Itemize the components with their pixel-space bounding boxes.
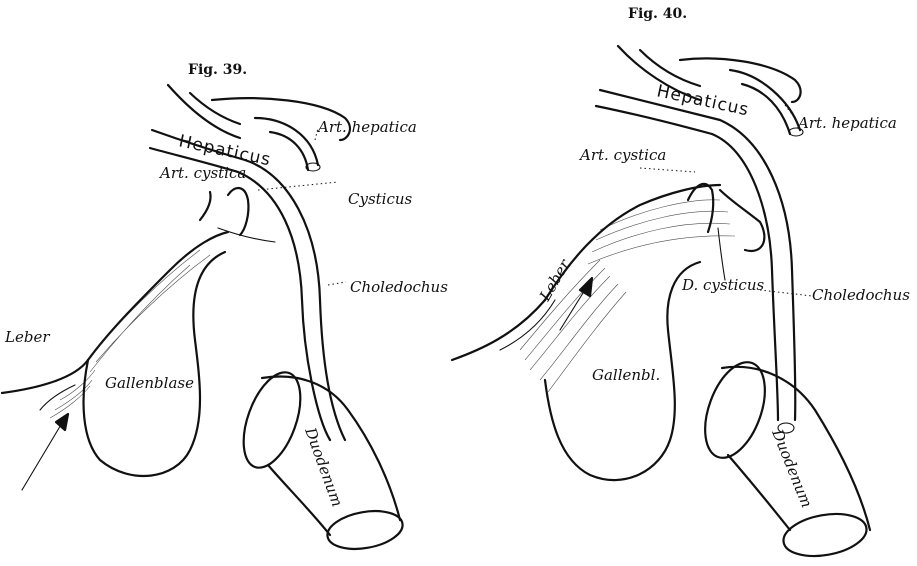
label-choledochus: Choledochus bbox=[812, 286, 910, 304]
label-art-hepatica: Art. hepatica bbox=[316, 118, 417, 136]
figure-40-caption: Fig. 40. bbox=[628, 6, 687, 22]
leader-art-cystica bbox=[640, 168, 695, 172]
label-duodenum: Duodenum bbox=[768, 426, 816, 510]
label-d-cysticus: D. cysticus bbox=[681, 276, 764, 294]
gallbladder bbox=[84, 232, 228, 476]
arrow-head bbox=[580, 278, 592, 296]
label-leber: Leber bbox=[535, 256, 574, 305]
label-choledochus: Choledochus bbox=[350, 278, 448, 296]
liver-surface bbox=[2, 360, 95, 418]
leader-choledochus bbox=[760, 290, 812, 296]
cystic-structures bbox=[688, 184, 764, 280]
figure-40: Fig. 40. bbox=[452, 6, 910, 562]
label-cysticus: Cysticus bbox=[348, 190, 413, 208]
label-hepaticus: Hepaticus bbox=[655, 81, 751, 120]
arrow-head bbox=[56, 414, 68, 430]
leader-choledochus bbox=[328, 282, 346, 285]
figure-39: Fig. 39. bbox=[2, 62, 448, 554]
label-leber: Leber bbox=[4, 328, 50, 346]
cystic-structures bbox=[200, 188, 275, 242]
leader-cysticus bbox=[258, 182, 338, 190]
label-art-cystica: Art. cystica bbox=[578, 146, 666, 164]
label-art-hepatica: Art. hepatica bbox=[796, 114, 897, 132]
label-gallenblase: Gallenblase bbox=[105, 374, 194, 392]
label-art-cystica: Art. cystica bbox=[158, 164, 246, 182]
label-duodenum: Duodenum bbox=[301, 424, 347, 509]
arrow bbox=[22, 418, 65, 490]
figure-39-caption: Fig. 39. bbox=[188, 62, 247, 78]
label-gallenbl: Gallenbl. bbox=[592, 366, 660, 384]
